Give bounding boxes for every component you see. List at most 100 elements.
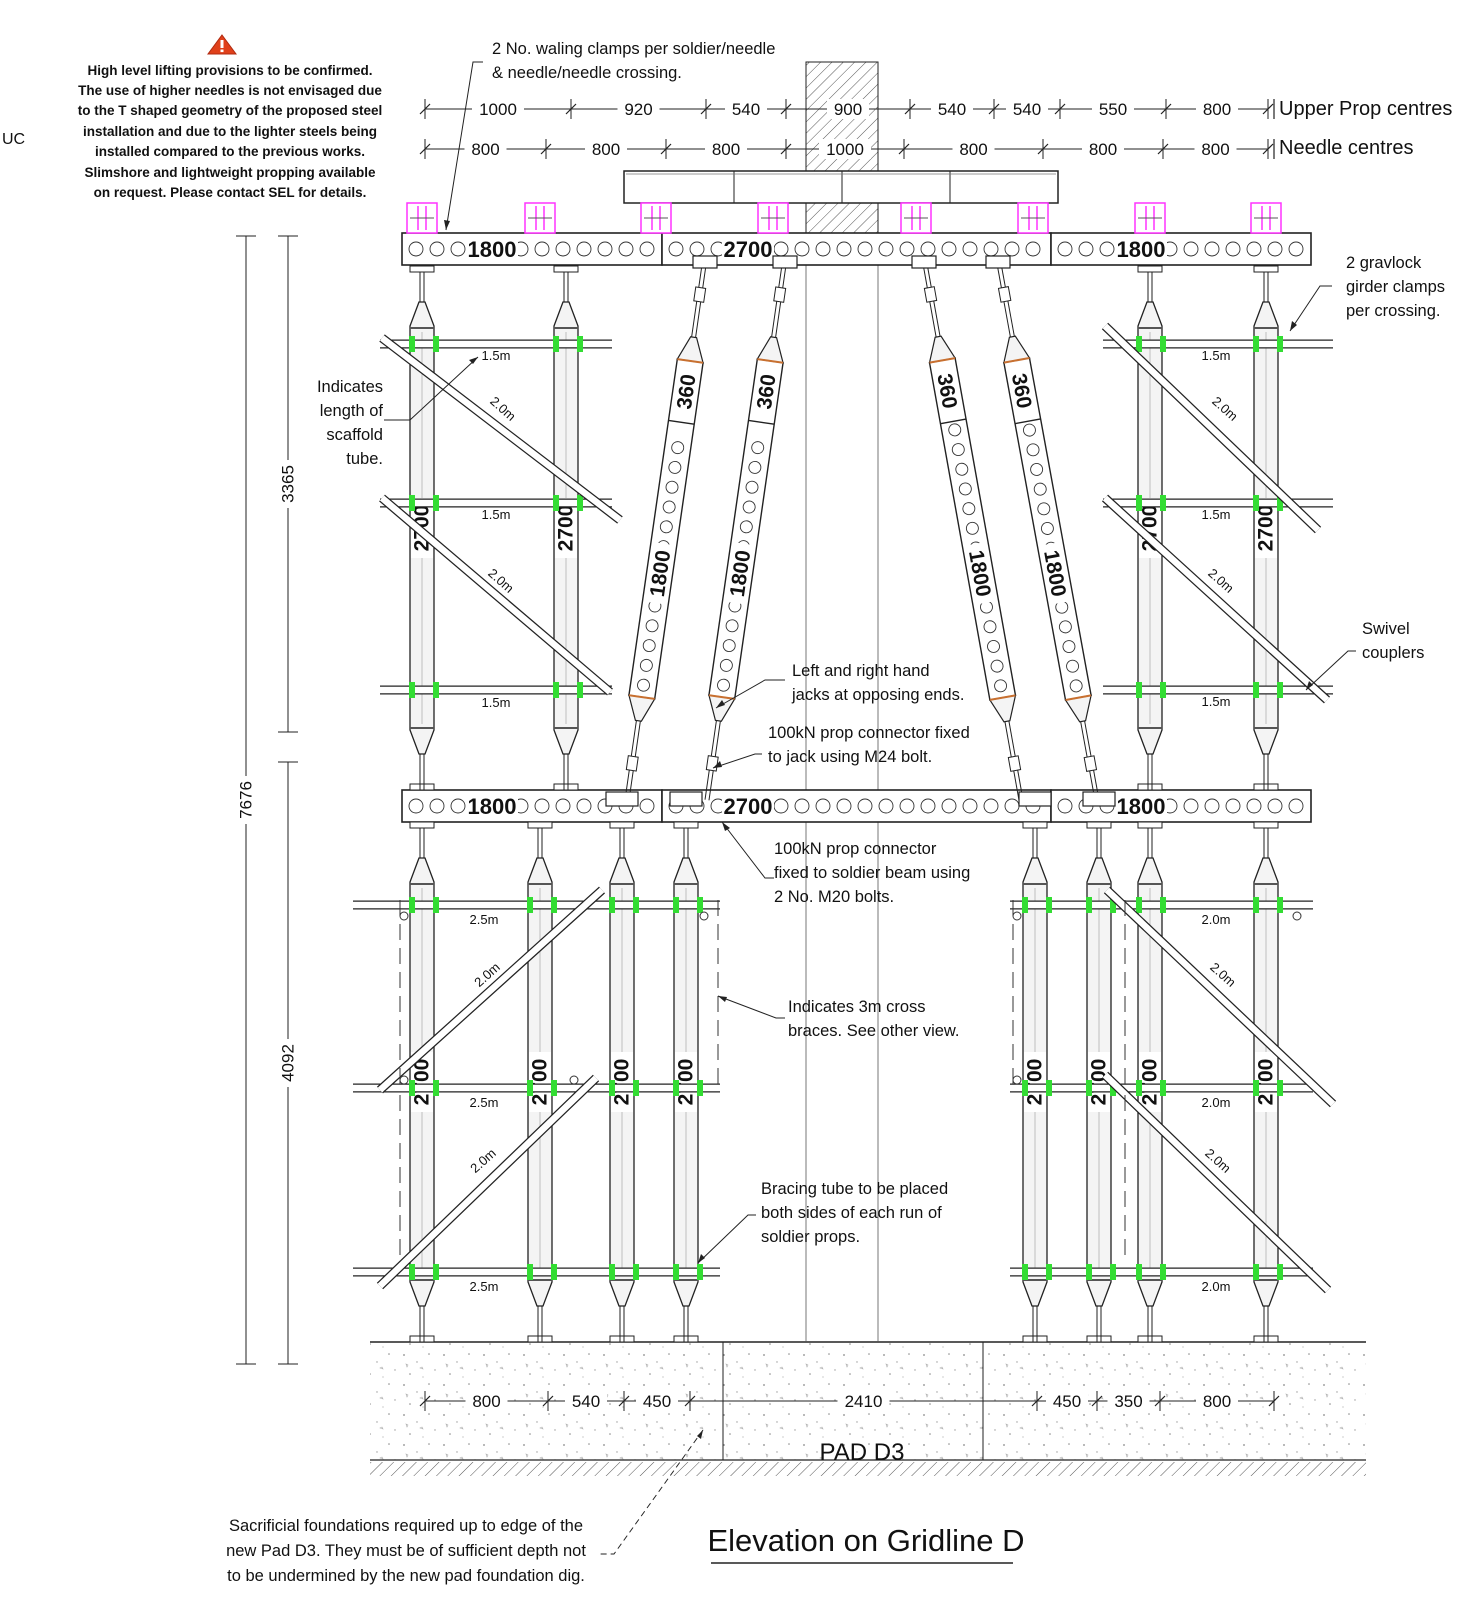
coupler (633, 1080, 639, 1096)
top-soldier-beam-segment (1050, 232, 1312, 266)
upper-diagonal-left-core (380, 335, 622, 523)
tube-length-label: 2.0m (1202, 1095, 1231, 1110)
base-dimension-value: 450 (1053, 1392, 1081, 1411)
prop-hole (717, 678, 730, 692)
base-dimension-tick (1268, 1395, 1280, 1407)
upper-prop-dimension-value: 800 (1203, 100, 1231, 119)
upper-prop-dimension-value: 900 (834, 100, 862, 119)
needle-dimension-value: 800 (1201, 140, 1229, 159)
prop-hole (722, 639, 736, 653)
lower-soldier-prop-plate (1137, 1335, 1163, 1343)
coupler (527, 1264, 533, 1280)
lower-soldier-prop-length-label: 2700 (529, 1059, 552, 1106)
coupler (633, 897, 639, 913)
lower-soldier-prop-plate (527, 1335, 553, 1343)
lower-soldier-prop-plate (527, 821, 553, 829)
cross-brace-pin (1292, 911, 1302, 921)
beam-hole (794, 798, 810, 814)
raking-prop-3-jack-nut (923, 286, 938, 303)
beam-hole (794, 241, 810, 257)
beam-hole (1204, 241, 1220, 257)
coupler (1022, 1080, 1028, 1096)
swivel-callout: Swivel couplers (1305, 620, 1424, 691)
needle-dimension-tick (1037, 143, 1049, 155)
warning-note: High level lifting provisions to be conf… (78, 63, 383, 200)
beam-hole (408, 241, 424, 257)
coupler (553, 495, 559, 511)
raking-prop-4-jack-nut (1083, 755, 1098, 772)
prop-hole (990, 659, 1004, 673)
lower-soldier-prop-label-bg (1255, 1052, 1277, 1112)
beam-hole (408, 798, 424, 814)
needle-dimension-tick (660, 143, 672, 155)
tube-length-label: 2.5m (470, 1095, 499, 1110)
prop-hole (1069, 679, 1083, 693)
lower-soldier-prop-length-label: 2700 (675, 1059, 698, 1106)
prop-hole (739, 520, 753, 534)
upper-prop-dimension-tick (988, 103, 1000, 115)
warning-line: to the T shaped geometry of the proposed… (78, 103, 383, 118)
raking-prop-2-taper (756, 336, 784, 364)
base-dimension-value: 2410 (845, 1392, 883, 1411)
lower-soldier-prop-plate (409, 1335, 435, 1343)
coupler (433, 336, 439, 352)
beam-hole (899, 241, 915, 257)
needle-dimension-value-bg (1194, 139, 1237, 159)
beam-hole (429, 241, 445, 257)
raking-prop-1-end-plate (628, 694, 655, 700)
beam-hole (1057, 798, 1073, 814)
jacks-callout: Left and right hand jacks at opposing en… (715, 662, 964, 709)
prop-hole (671, 441, 685, 455)
beam-hole (941, 241, 957, 257)
cross-brace-pin (399, 1075, 409, 1085)
bracing-tube-line: Bracing tube to be placed (761, 1180, 948, 1198)
beam-hole (639, 798, 655, 814)
prop-connector (605, 791, 639, 807)
lower-soldier-prop-length-label: 2700 (611, 1059, 634, 1106)
prop-connector (772, 255, 798, 269)
beam-hole (555, 798, 571, 814)
tube-length-line: tube. (346, 450, 383, 468)
beam-label-bg (722, 237, 774, 261)
base-dimension-tick (419, 1395, 431, 1407)
raking-prop-4-jack-nut (997, 286, 1012, 303)
gravlock-callout: 2 gravlock girder clamps per crossing. (1289, 254, 1445, 332)
base-dimension-value-bg (1046, 1391, 1088, 1411)
raking-prop-3-end-plate (989, 694, 1016, 701)
beam-hole (1267, 241, 1283, 257)
mid-soldier-beam-segment (661, 789, 1052, 823)
mid-soldier-beam-length-label: 1800 (468, 794, 517, 819)
raking-prop-4-label-bg (1039, 541, 1072, 605)
swivel-line: couplers (1362, 644, 1424, 662)
beam-hole (857, 798, 873, 814)
coupler (1160, 1264, 1166, 1280)
lower-soldier-prop-plate (409, 821, 435, 829)
upper-prop-dimension-value: 1000 (479, 100, 517, 119)
lower-soldier-prop-plate (1253, 821, 1279, 829)
beam-hole (597, 241, 613, 257)
coupler (1253, 495, 1259, 511)
prop-hole (639, 658, 653, 672)
connector-beam-line: 2 No. M20 bolts. (774, 888, 894, 906)
cross-brace-pin (569, 1075, 579, 1085)
upper-soldier-prop-plate (553, 265, 579, 273)
coupler (1277, 1264, 1283, 1280)
upper-prop-dimension-value: 540 (732, 100, 760, 119)
coupler (673, 1264, 679, 1280)
upper-soldier-prop-label-bg (1255, 498, 1277, 558)
upper-prop-dimension-tick (1262, 103, 1274, 115)
tube-length-label: 2.0m (1209, 393, 1241, 423)
base-dimension-value: 450 (643, 1392, 671, 1411)
coupler (409, 682, 415, 698)
lower-soldier-prop-plate (673, 1335, 699, 1343)
lower-diagonal-left-core (377, 1075, 599, 1289)
lower-soldier-prop-plate (609, 1335, 635, 1343)
beam-hole (534, 241, 550, 257)
needle-centres-label: Needle centres (1279, 137, 1414, 159)
waling-callout: 2 No. waling clamps per soldier/needle &… (444, 40, 775, 231)
beam-hole (1267, 798, 1283, 814)
cross-brace-pin (1012, 911, 1022, 921)
bracing-tube-line: soldier props. (761, 1228, 860, 1246)
prop-hole (748, 460, 762, 474)
